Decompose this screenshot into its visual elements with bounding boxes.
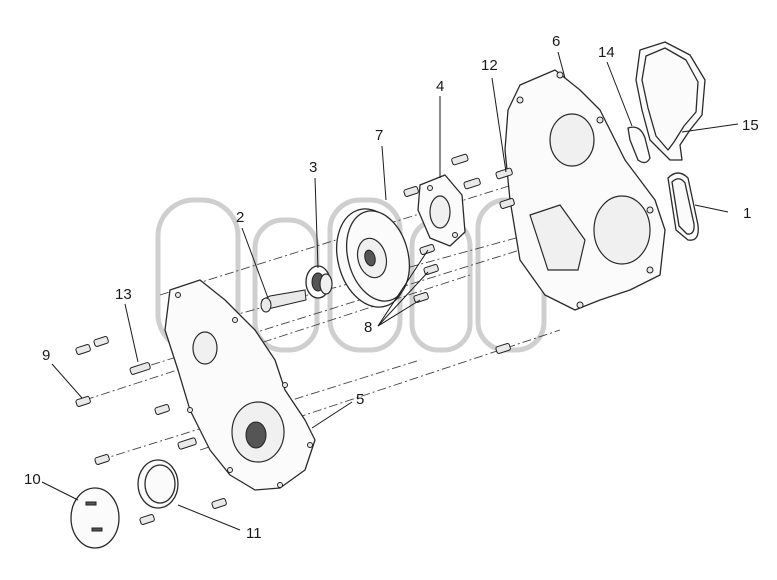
- leader-lines: [41, 51, 739, 531]
- callout-9: 9: [42, 347, 50, 364]
- part-shaft-bolt: [260, 289, 307, 313]
- callout-12: 12: [481, 57, 498, 74]
- part-housing: [504, 69, 666, 311]
- callout-8: 8: [364, 319, 372, 336]
- callout-14: 14: [598, 44, 615, 61]
- part-o-ring: [667, 172, 699, 241]
- part-front-seal: [137, 459, 179, 509]
- callout-13: 13: [115, 286, 132, 303]
- callout-7: 7: [375, 127, 383, 144]
- part-small-seal: [627, 126, 651, 164]
- callout-6: 6: [552, 33, 560, 50]
- callout-1: 1: [743, 205, 751, 222]
- callout-5: 5: [356, 391, 364, 408]
- part-bearing: [305, 265, 333, 299]
- callout-labels: 1 2 3 4 5 6 7 8 9 10 11 12 13 14 15: [24, 33, 759, 542]
- callout-11: 11: [246, 525, 262, 542]
- callout-3: 3: [309, 159, 317, 176]
- part-housing-gasket: [635, 41, 706, 161]
- callout-2: 2: [236, 209, 244, 226]
- part-cap-plate: [70, 487, 120, 549]
- part-front-cover: [164, 279, 316, 491]
- part-flange-plate: [417, 174, 466, 247]
- callout-10: 10: [24, 471, 41, 488]
- callout-4: 4: [436, 78, 444, 95]
- part-pulley: [336, 208, 410, 308]
- callout-15: 15: [742, 117, 759, 134]
